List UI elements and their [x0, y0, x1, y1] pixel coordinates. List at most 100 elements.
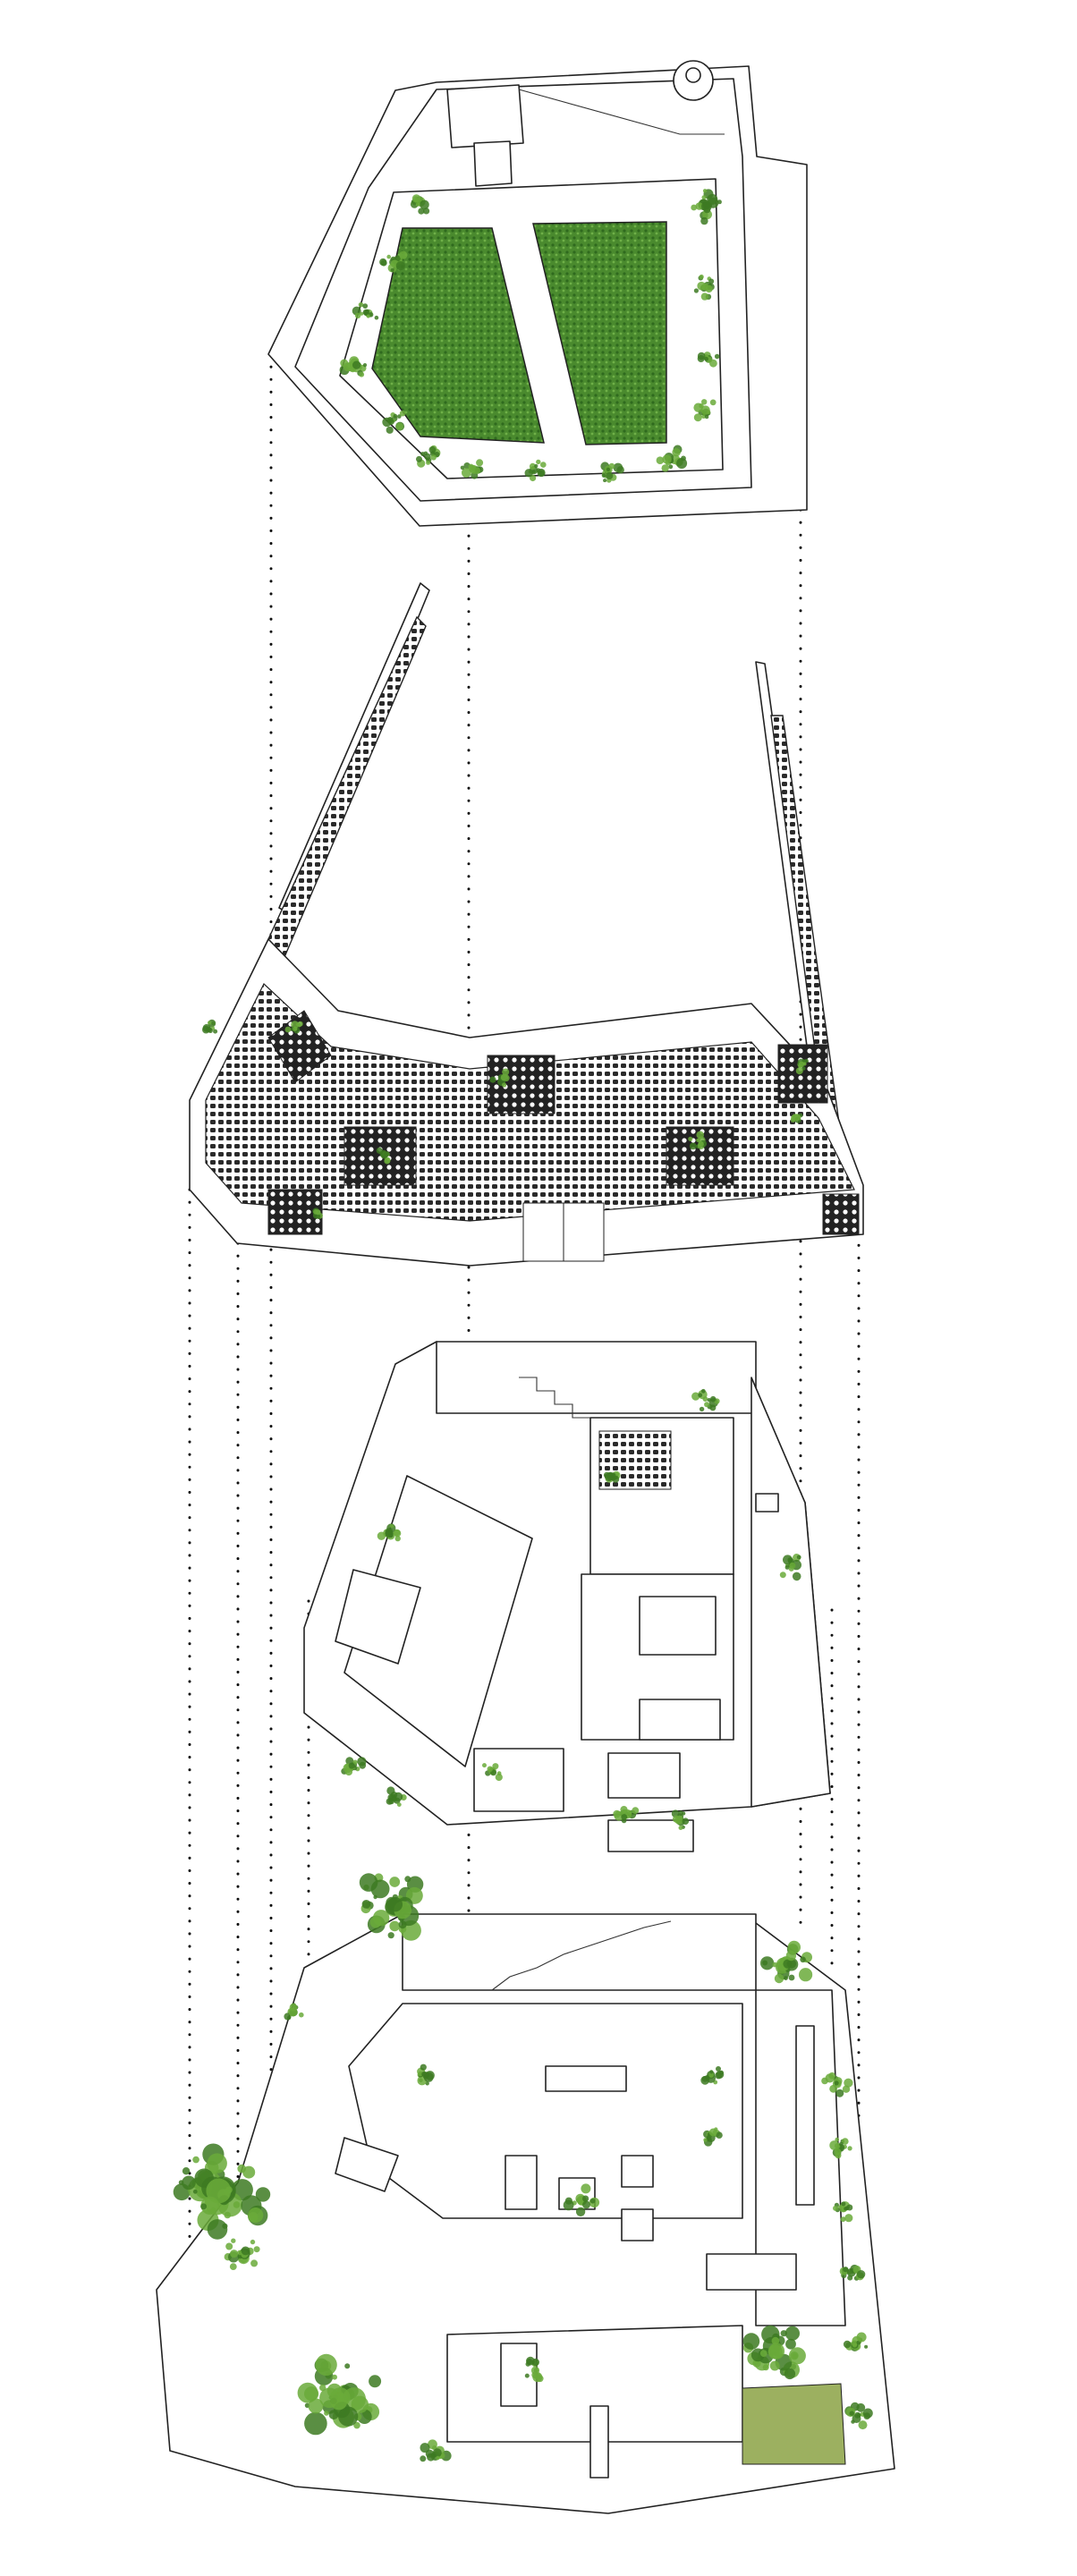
plant-icon: [376, 1147, 391, 1165]
leaf-cluster: [502, 1082, 507, 1088]
leaf-cluster: [784, 1564, 790, 1570]
leaf-cluster: [693, 402, 703, 412]
leaf-cluster: [844, 2078, 853, 2088]
bed: [335, 1569, 421, 1665]
roof-garden-layer: [267, 60, 808, 527]
leaf-cluster: [772, 1962, 777, 1968]
leaf-cluster: [795, 1067, 803, 1075]
leaf-cluster: [835, 2089, 844, 2097]
leaf-cluster: [344, 1767, 353, 1776]
leaf-cluster: [682, 1818, 690, 1825]
leaf-cluster: [717, 199, 722, 205]
leaf-cluster: [340, 359, 349, 368]
leaf-cluster: [700, 216, 708, 225]
leaf-cluster: [404, 1876, 411, 1883]
leaf-cluster: [231, 2238, 236, 2243]
leaf-cluster: [436, 2455, 440, 2461]
leaf-cluster: [426, 460, 431, 465]
leaf-cluster: [784, 2368, 796, 2380]
plant-icon: [284, 2003, 304, 2021]
leaf-cluster: [834, 2148, 842, 2156]
leaf-cluster: [284, 1026, 292, 1033]
leaf-cluster: [423, 208, 430, 215]
leaf-cluster: [788, 2347, 806, 2365]
wardrobe: [639, 1596, 717, 1656]
water-tank-lid: [685, 67, 701, 83]
leaf-cluster: [847, 2275, 853, 2281]
leaf-cluster: [577, 2197, 582, 2203]
leaf-cluster: [862, 2408, 873, 2419]
leaf-cluster: [821, 2077, 828, 2085]
leaf-cluster: [237, 2250, 242, 2256]
leaf-cluster: [348, 1762, 355, 1769]
leaf-cluster: [856, 2402, 866, 2412]
leaf-cluster: [386, 426, 394, 434]
leaf-cluster: [693, 288, 700, 293]
leaf-cluster: [369, 1917, 382, 1928]
fixture: [755, 1493, 779, 1513]
leaf-cluster: [582, 2195, 589, 2202]
plant-icon: [603, 1470, 621, 1483]
leaf-cluster: [316, 1214, 320, 1218]
leaf-cluster: [709, 399, 717, 406]
leaf-cluster: [703, 2138, 708, 2142]
dark-panel: [267, 1010, 332, 1083]
leaf-cluster: [829, 2140, 840, 2150]
leaf-cluster: [833, 2205, 838, 2211]
leaf-cluster: [352, 360, 361, 369]
leaf-cluster: [299, 2012, 304, 2018]
leaf-cluster: [534, 463, 538, 469]
leaf-cluster: [661, 464, 669, 472]
leaf-cluster: [462, 468, 471, 478]
leaf-cluster: [802, 1062, 807, 1066]
leaf-cluster: [344, 2363, 351, 2369]
leaf-cluster: [656, 456, 665, 464]
stair-hatch: [446, 84, 524, 148]
plant-icon: [377, 1523, 402, 1542]
lawn-bed-right: [532, 221, 667, 445]
leaf-cluster: [616, 466, 624, 474]
leaf-cluster: [428, 446, 437, 453]
leaf-cluster: [387, 417, 394, 423]
facade-layer: [189, 582, 864, 1267]
leaf-cluster: [632, 1807, 640, 1814]
leaf-cluster: [716, 2071, 725, 2079]
plant-icon: [688, 1131, 708, 1150]
leaf-cluster: [297, 2382, 318, 2403]
leaf-cluster: [704, 1402, 710, 1408]
leaf-cluster: [691, 204, 698, 211]
leaf-cluster: [835, 2137, 839, 2142]
leaf-cluster: [358, 301, 364, 308]
leaf-cluster: [701, 414, 706, 419]
leaf-cluster: [668, 464, 674, 470]
leaf-cluster: [839, 2205, 847, 2213]
plant-icon: [420, 2439, 452, 2462]
leaf-cluster: [286, 2015, 292, 2021]
plant-icon: [691, 189, 722, 225]
leaf-cluster: [704, 414, 709, 419]
dark-panel: [777, 1044, 828, 1104]
leaf-cluster: [482, 1763, 487, 1768]
leaf-cluster: [575, 2207, 586, 2216]
leaf-cluster: [697, 281, 706, 291]
plant-icon: [795, 1058, 809, 1075]
leaf-cluster: [601, 473, 606, 478]
balcony: [473, 1748, 564, 1812]
leaf-cluster: [213, 1029, 218, 1034]
leaf-cluster: [581, 2183, 591, 2194]
dark-panel: [487, 1055, 555, 1114]
leaf-cluster: [308, 2398, 324, 2414]
leaf-cluster: [383, 1152, 389, 1157]
plant-icon: [339, 356, 368, 377]
leaf-cluster: [224, 2211, 232, 2219]
leaf-cluster: [374, 315, 379, 320]
leaf-cluster: [856, 2332, 867, 2343]
dark-panel: [343, 1126, 417, 1186]
leaf-cluster: [489, 1076, 496, 1083]
leaf-cluster: [208, 1021, 212, 1025]
leaf-cluster: [707, 1398, 711, 1402]
plant-icon: [379, 250, 408, 273]
plant-icon: [410, 194, 430, 215]
plant-icon: [693, 274, 715, 301]
leaf-cluster: [709, 2070, 714, 2074]
